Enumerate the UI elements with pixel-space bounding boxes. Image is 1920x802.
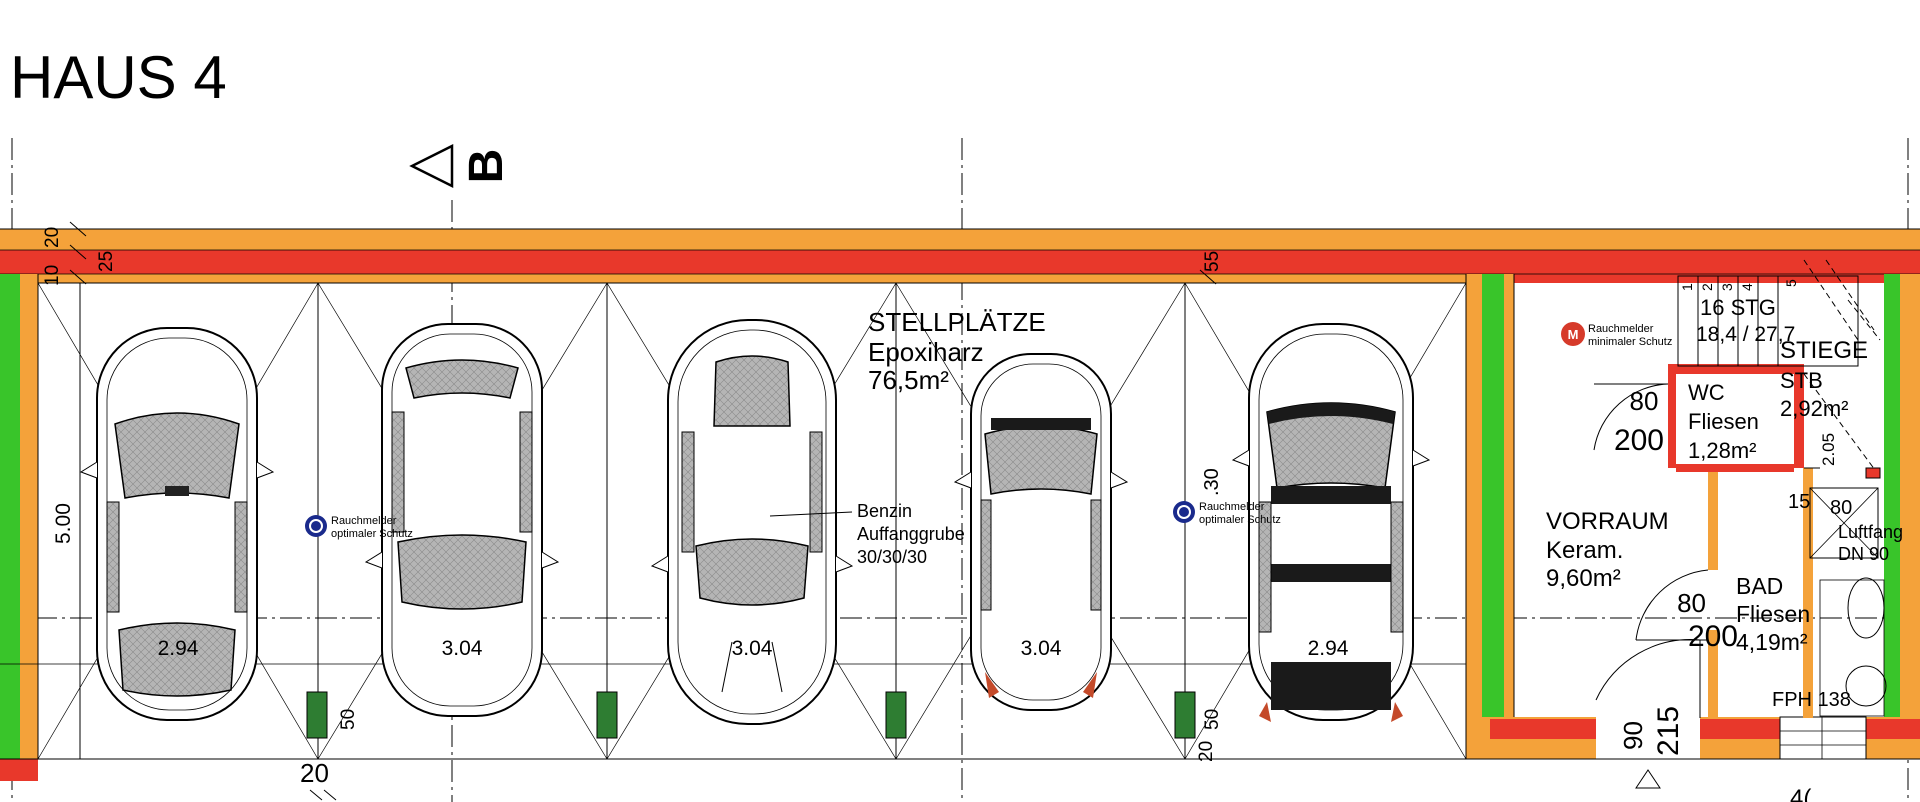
room-name: STELLPLÄTZE — [868, 307, 1046, 337]
bad-door-width: 80 — [1677, 588, 1706, 618]
car-4 — [953, 353, 1129, 711]
pit-line-3: 30/30/30 — [857, 547, 927, 567]
partition-wall — [1465, 274, 1515, 759]
bad-area: 4,19m² — [1736, 629, 1808, 655]
step-1: 1 — [1679, 283, 1695, 291]
dim-55: 55 — [1202, 251, 1223, 272]
stair: 1 2 3 4 5 16 STG 18,4 / 27,7 STIEGE STB … — [1677, 259, 1881, 479]
smoke-detector: M Rauchmelder minimaler Schutz — [1561, 322, 1672, 348]
wall-insulation — [0, 229, 1920, 250]
wall-concrete — [0, 250, 1920, 274]
stair-name: STIEGE — [1780, 337, 1868, 364]
stair-area: 2,92m² — [1780, 396, 1848, 421]
space-width-2: 3.04 — [442, 637, 483, 660]
space-widths: 2.94 3.04 3.04 3.04 2.94 — [158, 637, 1349, 660]
detector-sub-3: minimaler Schutz — [1588, 336, 1672, 348]
detector-sub-2: optimaler Schutz — [1199, 514, 1281, 526]
bollard — [596, 691, 618, 739]
car-3 — [650, 319, 854, 725]
detector-label-1: Rauchmelder — [331, 515, 397, 527]
dim-20: 20 — [42, 227, 63, 248]
duct-size: DN 90 — [1838, 544, 1889, 564]
edge-label: 4( — [1790, 785, 1811, 802]
detector-symbol-3: M — [1568, 327, 1579, 342]
dimensions: 10 20 25 55 5.00 .30 20 50 20 50 — [42, 227, 1223, 788]
dim-bottom-20: 20 — [300, 758, 329, 788]
petrol-pit: Benzin Auffanggrube 30/30/30 — [769, 501, 965, 567]
detector-label-3: Rauchmelder — [1588, 323, 1654, 335]
wc-door-height: 200 — [1614, 424, 1664, 457]
section-label: B — [460, 149, 513, 184]
dimension-ticks — [69, 221, 1217, 801]
dim-25: 25 — [96, 251, 117, 272]
vorraum-area: 9,60m² — [1546, 565, 1621, 592]
car-5 — [1231, 323, 1431, 722]
wc-name: WC — [1688, 380, 1725, 405]
dim-bottom-50: 50 — [338, 709, 359, 730]
step-2: 2 — [1699, 283, 1715, 291]
bad-room: 80 200 BAD Fliesen 4,19m² FPH 138 — [1635, 569, 1887, 717]
vorraum-floor: Keram. — [1546, 537, 1623, 564]
vorraum-room: VORRAUM Keram. 9,60m² — [1546, 508, 1669, 592]
right-wall — [1884, 274, 1920, 759]
wc-room: 80 200 WC Fliesen 1,28m² — [1593, 380, 1759, 463]
dim-depth: 5.00 — [52, 503, 75, 544]
step-5: 5 — [1783, 279, 1799, 287]
dim-10: 10 — [42, 265, 63, 286]
space-width-1: 2.94 — [158, 637, 199, 660]
air-duct: 15 80 Luftfang DN 90 — [1788, 487, 1903, 564]
wc-floor: Fliesen — [1688, 409, 1759, 434]
bad-door-height: 200 — [1688, 620, 1738, 653]
plan-title: HAUS 4 — [10, 44, 227, 111]
door-height: 215 — [1652, 706, 1685, 756]
wc-door-width: 80 — [1630, 386, 1659, 416]
bollard — [1174, 691, 1196, 739]
duct-dim-15: 15 — [1788, 491, 1810, 513]
house-bottom-wall — [1482, 716, 1920, 760]
space-width-3: 3.04 — [732, 637, 773, 660]
bollards — [306, 691, 1196, 739]
interior-walls — [1668, 364, 1820, 718]
room-floor: Epoxiharz — [868, 337, 984, 367]
room-area: 76,5m² — [868, 365, 949, 395]
bad-floor: Fliesen — [1736, 601, 1810, 627]
left-wall — [0, 274, 39, 781]
dim-bottom-50b: 50 — [1202, 709, 1223, 730]
dim-bottom-20b: 20 — [1196, 741, 1217, 762]
car-2 — [364, 323, 560, 717]
stair-floor: STB — [1780, 368, 1823, 393]
stair-height: 2.05 — [1819, 433, 1838, 466]
stair-steps: 16 STG — [1700, 295, 1776, 320]
duct-dim-80: 80 — [1830, 497, 1852, 519]
step-4: 4 — [1739, 283, 1755, 291]
pit-line-1: Benzin — [857, 501, 912, 521]
car-1 — [79, 327, 275, 721]
top-wall — [0, 228, 1920, 284]
dim-30: .30 — [1201, 468, 1223, 496]
space-width-5: 2.94 — [1308, 637, 1349, 660]
smoke-detector: Rauchmelder optimaler Schutz — [1173, 501, 1281, 526]
door-width: 90 — [1618, 721, 1648, 750]
parking-room-label: STELLPLÄTZE Epoxiharz 76,5m² — [868, 307, 1046, 395]
vorraum-name: VORRAUM — [1546, 508, 1669, 535]
detector-label-2: Rauchmelder — [1199, 501, 1265, 513]
section-marker: B — [409, 143, 513, 189]
wall-inner-layer — [0, 274, 1468, 283]
pit-line-2: Auffanggrube — [857, 524, 965, 544]
fph-label: FPH 138 — [1772, 689, 1851, 711]
stair-ratio: 18,4 / 27,7 — [1696, 323, 1795, 346]
smoke-detector: Rauchmelder optimaler Schutz — [305, 515, 413, 540]
entrance-door: 90 215 — [1595, 639, 1701, 789]
bollard — [306, 691, 328, 739]
detector-sub-1: optimaler Schutz — [331, 528, 413, 540]
step-3: 3 — [1719, 283, 1735, 291]
duct-label: Luftfang — [1838, 522, 1903, 542]
space-width-4: 3.04 — [1021, 637, 1062, 660]
bollard — [885, 691, 907, 739]
bad-name: BAD — [1736, 573, 1783, 599]
wc-area: 1,28m² — [1688, 438, 1756, 463]
